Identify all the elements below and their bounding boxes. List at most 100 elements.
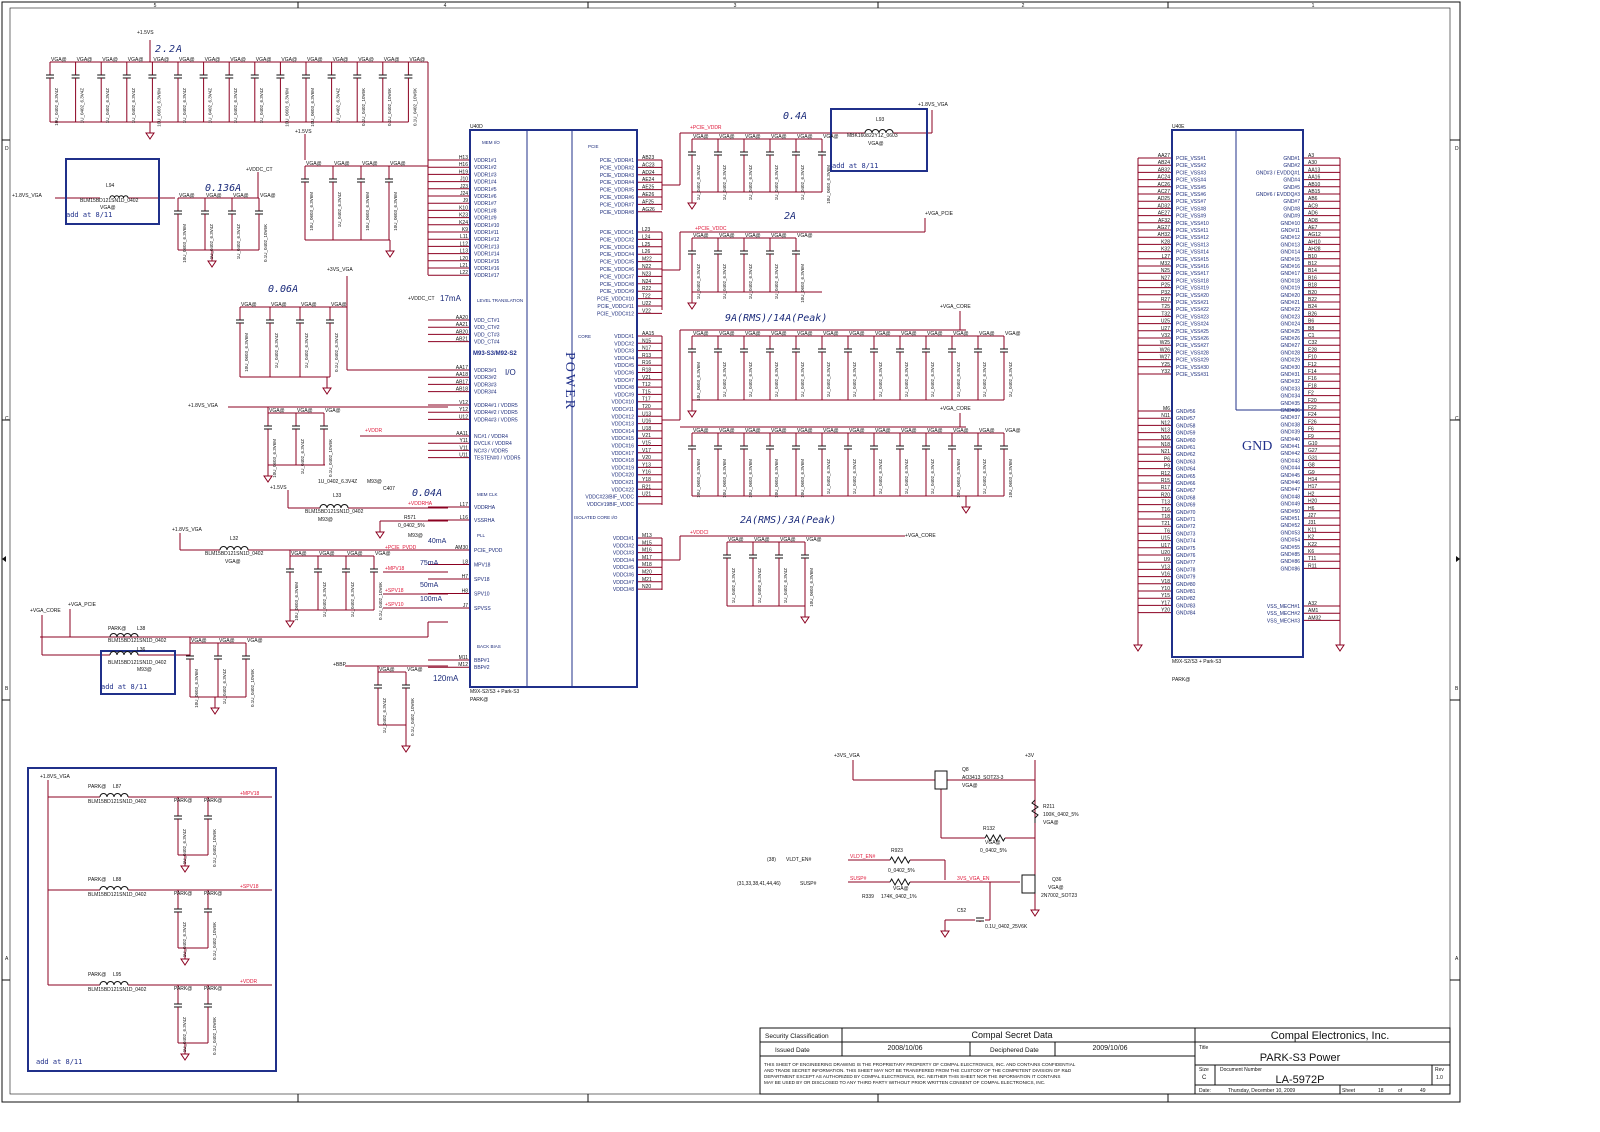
pin-name: VDDC#22 bbox=[611, 487, 634, 493]
pin-name: GND#40 bbox=[1281, 437, 1301, 443]
pin-name: GND#82 bbox=[1176, 596, 1196, 602]
capacitor-icon bbox=[775, 548, 783, 566]
cap-option: VGA@ bbox=[206, 193, 222, 199]
pin-name: VDDCI#3 bbox=[613, 551, 634, 557]
part-value: AO3413_SOT23-3 bbox=[962, 775, 1004, 781]
grid-label: 5 bbox=[154, 3, 157, 9]
pin-ball: F26 bbox=[1308, 419, 1317, 425]
capacitor-icon bbox=[792, 342, 800, 360]
pin-name: GND#86 bbox=[1281, 559, 1301, 565]
cap-option: VGA@ bbox=[719, 233, 735, 239]
cap-option: VGA@ bbox=[407, 667, 423, 673]
pin-ball: L24 bbox=[642, 234, 651, 240]
tb-text: 1.0 bbox=[1436, 1075, 1443, 1081]
pin-name: VDDR1#9 bbox=[474, 216, 497, 222]
cap-value: 1U_0402_6.3V4Z bbox=[233, 88, 238, 124]
pin-name: PCIE_VSS#12 bbox=[1176, 235, 1209, 241]
pin-name: GND#80 bbox=[1176, 582, 1196, 588]
pin-ball: T21 bbox=[1161, 521, 1170, 527]
capacitor-icon bbox=[723, 548, 731, 566]
pin-ball: P32 bbox=[1161, 290, 1170, 296]
pin-name: VDDC#13 bbox=[611, 422, 634, 428]
tb-notice: MAY BE USED BY OR DISCLOSED TO ANY THIRD… bbox=[764, 1080, 1045, 1085]
pin-name: VDDC#9 bbox=[614, 392, 634, 398]
pin-name: PCIE_VDDR#4 bbox=[600, 180, 634, 186]
pin-ball: M11 bbox=[459, 655, 469, 661]
pin-name: GND#73 bbox=[1176, 531, 1196, 537]
pin-ball: V15 bbox=[642, 441, 651, 447]
capacitor-icon bbox=[326, 313, 334, 331]
ground-icon bbox=[145, 128, 155, 140]
part-option: VGA@ bbox=[985, 840, 1001, 846]
pin-ball: Y20 bbox=[1161, 608, 1170, 614]
pin-ball: J9 bbox=[463, 198, 469, 204]
pin-name: PCIE_VSS#25 bbox=[1176, 329, 1209, 335]
cap-value: 1U_0402_6.3V4Z bbox=[131, 88, 136, 124]
pin-name: GND#22 bbox=[1281, 307, 1301, 313]
chip-park: PARK@ bbox=[470, 697, 488, 703]
pin-name: VDDR1#14 bbox=[474, 252, 500, 258]
tb-text: Document Number bbox=[1220, 1067, 1262, 1073]
cap-value: 10U_0603_6.3V6M bbox=[748, 459, 753, 498]
cap-value: 1U_0402_6.3V4Z bbox=[800, 362, 805, 398]
cap-value: 10U_0603_6.3V6M bbox=[696, 362, 701, 401]
part-value: 1U_0402_6.3V4Z bbox=[318, 479, 357, 485]
mosfet-icon bbox=[1021, 874, 1036, 894]
pin-name: GND#12 bbox=[1281, 235, 1301, 241]
ground-icon bbox=[180, 861, 190, 873]
capacitor-icon bbox=[688, 145, 696, 163]
cap-option: VGA@ bbox=[979, 428, 995, 434]
pin-name: PCIE_VSS#27 bbox=[1176, 343, 1209, 349]
pin-name: PCIE_VSS#2 bbox=[1176, 163, 1206, 169]
part-option: VGA@ bbox=[962, 783, 978, 789]
part-option: VGA@ bbox=[1043, 820, 1059, 826]
pin-name: GND#54 bbox=[1281, 538, 1301, 544]
pin-ball: B16 bbox=[1308, 275, 1317, 281]
pin-ball: N24 bbox=[642, 279, 651, 285]
cap-value: 1U_0402_6.3V4Z bbox=[904, 459, 909, 495]
pin-name: VDDC#7 bbox=[614, 378, 634, 384]
cap-value: 1U_0402_6.3V4Z bbox=[774, 264, 779, 300]
capacitor-icon bbox=[199, 68, 208, 86]
pin-name: PCIE_VDDC#3 bbox=[600, 245, 634, 251]
pin-name: GND#34 bbox=[1281, 394, 1301, 400]
cap-value: 10U_0603_6.3V6M bbox=[365, 192, 370, 231]
rail-label: +BBP bbox=[333, 662, 347, 668]
cap-option: VGA@ bbox=[301, 302, 317, 308]
pin-name: GND#62 bbox=[1176, 452, 1196, 458]
pin-name: GND#52 bbox=[1281, 523, 1301, 529]
pin-ball: AB24 bbox=[1158, 160, 1170, 166]
capacitor-icon bbox=[264, 419, 272, 437]
cap-option: VGA@ bbox=[797, 233, 813, 239]
pin-ball: H6 bbox=[1308, 506, 1315, 512]
pin-name: VDDR4#2 / VDDR5 bbox=[474, 410, 518, 416]
cap-option: VGA@ bbox=[797, 134, 813, 140]
cap-option: VGA@ bbox=[901, 331, 917, 337]
inductor-icon bbox=[219, 546, 249, 551]
pin-ball: AE7 bbox=[1308, 225, 1318, 231]
pin-ball: R11 bbox=[1308, 563, 1317, 569]
pin-name: VDDR1#5 bbox=[474, 187, 497, 193]
cap-option: VGA@ bbox=[241, 302, 257, 308]
pin-ball: U13 bbox=[642, 411, 651, 417]
rail-label: +VGA_PCIE bbox=[68, 602, 97, 608]
pin-name: GND#75 bbox=[1176, 546, 1196, 552]
pin-ball: U27 bbox=[1161, 326, 1170, 332]
part-option: M93@ bbox=[408, 533, 423, 539]
port-label: VLDT_EN# bbox=[786, 857, 812, 863]
pin-name: GND#43 bbox=[1281, 458, 1301, 464]
tb-text: Deciphered Date bbox=[990, 1047, 1039, 1054]
pin-name: VDDRHA bbox=[474, 505, 496, 511]
pin-name: VDD_CT#3 bbox=[474, 332, 500, 338]
part-value: BLM15BD121SN1D_0402 bbox=[205, 551, 264, 557]
capacitor-icon bbox=[374, 678, 382, 696]
pin-ball: T12 bbox=[642, 382, 651, 388]
pin-ball: B8 bbox=[1308, 326, 1314, 332]
cap-value: 1U_0402_6.3V4Z bbox=[182, 922, 187, 958]
pin-ball: F10 bbox=[1308, 355, 1317, 361]
inductor-icon bbox=[109, 651, 139, 656]
pin-name: PCIE_VDDR#8 bbox=[600, 210, 634, 216]
pin-ball: V12 bbox=[459, 400, 468, 406]
part-value: 0.1U_0402_25V6K bbox=[985, 924, 1028, 930]
pin-name: SPV10 bbox=[474, 592, 490, 598]
